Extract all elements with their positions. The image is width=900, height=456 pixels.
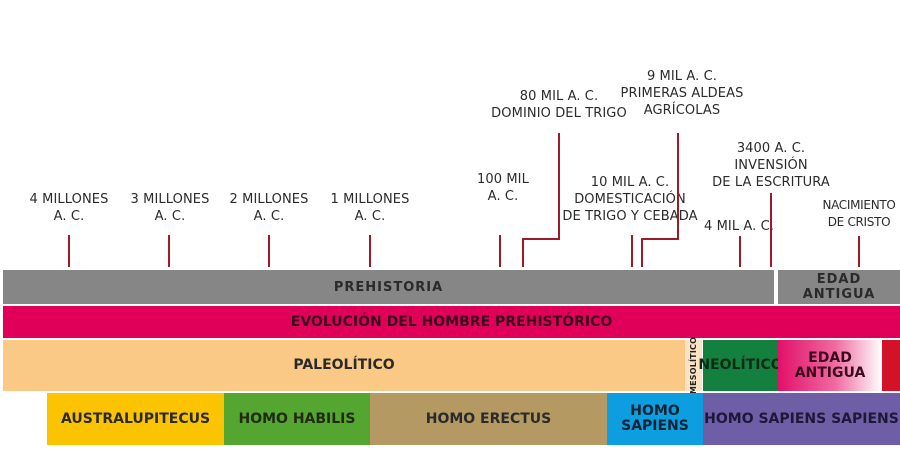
label-1-millones: 1 MILLONES A. C. (330, 192, 410, 224)
label-nacimiento-cristo: NACIMIENTO DE CRISTO (822, 198, 896, 229)
label-2-millones: 2 MILLONES A. C. (229, 192, 309, 224)
label-3400: 3400 A. C. INVENSIÓN DE LA ESCRITURA (712, 141, 830, 190)
band-homo-sapiens: HOMO SAPIENS (607, 393, 703, 445)
tick-3400 (770, 193, 772, 267)
band-australupitecus: AUSTRALUPITECUS (47, 393, 224, 445)
tick-3-millones (168, 235, 170, 267)
connector-80-mil-horizontal (522, 238, 560, 240)
label-10-mil: 10 MIL A. C. DOMESTICACIÓN DE TRIGO Y CE… (562, 175, 698, 224)
tick-10-mil (631, 235, 633, 267)
label-3-millones: 3 MILLONES A. C. (130, 192, 210, 224)
tick-2-millones (268, 235, 270, 267)
band-neolitico: NEOLÍTICO (698, 340, 783, 391)
tick-9-mil (641, 238, 643, 267)
label-80-mil: 80 MIL A. C. DOMINIO DEL TRIGO (491, 89, 627, 121)
band-homo-habilis: HOMO HABILIS (224, 393, 370, 445)
label-4-millones: 4 MILLONES A. C. (29, 192, 109, 224)
connector-9-mil-vertical (677, 133, 679, 239)
band-edad-antigua-r3: EDAD ANTIGUA (778, 340, 882, 391)
band-homo-sapiens-sapiens: HOMO SAPIENS SAPIENS (703, 393, 900, 445)
connector-80-mil-vertical (558, 133, 560, 239)
tick-80-mil (522, 238, 524, 267)
tick-4-millones (68, 235, 70, 267)
tick-100-mil (499, 235, 501, 267)
tick-1-millones (369, 235, 371, 267)
band-prehistoria: PREHISTORIA (3, 270, 774, 304)
band-end-red (882, 340, 900, 391)
band-edad-antigua-top: EDAD ANTIGUA (778, 270, 900, 304)
mesolitico-label: MESOLÍTICO (689, 336, 699, 395)
label-4-mil: 4 MIL A. C. (703, 219, 775, 234)
tick-nacimiento-cristo (858, 236, 860, 267)
connector-9-mil-horizontal (641, 238, 679, 240)
band-mesolitico: MESOLÍTICO (685, 336, 702, 395)
band-paleolitico: PALEOLÍTICO (3, 340, 685, 391)
label-100-mil: 100 MIL A. C. (477, 172, 529, 204)
tick-4-mil (739, 236, 741, 267)
label-9-mil: 9 MIL A. C. PRIMERAS ALDEAS AGRÍCOLAS (620, 69, 744, 118)
band-homo-erectus: HOMO ERECTUS (370, 393, 607, 445)
band-evolucion: EVOLUCIÓN DEL HOMBRE PREHISTÓRICO (3, 306, 900, 338)
